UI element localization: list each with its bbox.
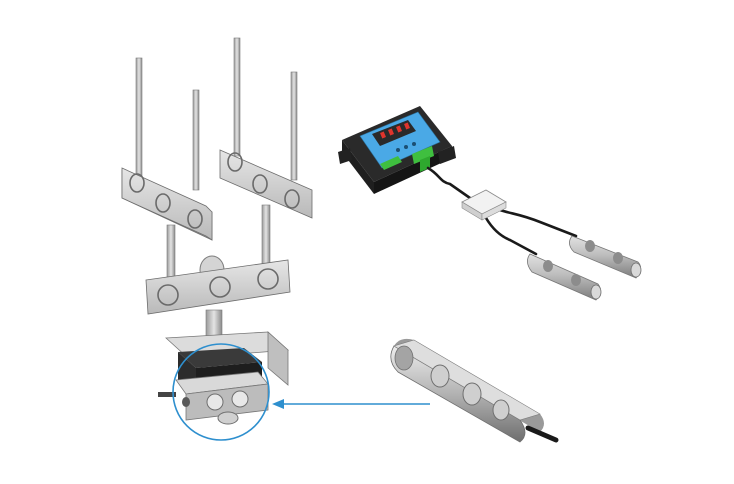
- upper-plate-left: [121, 167, 213, 241]
- lower-plate: [145, 259, 291, 315]
- load-cell-small-2: [527, 253, 602, 301]
- display-digits: [380, 122, 410, 139]
- lifting-frame-icon: [121, 37, 313, 441]
- detail-circle-icon: [172, 343, 270, 441]
- junction-box-icon: [461, 189, 507, 221]
- load-cell-small-1: [569, 235, 642, 279]
- hanger-rods: [135, 37, 298, 191]
- callout-arrow-icon: [272, 399, 430, 409]
- controller-icon: [338, 106, 456, 194]
- load-cell-icon: [390, 338, 559, 443]
- upper-plate-right: [219, 149, 313, 219]
- signal-cables: [426, 166, 578, 256]
- base-fixture: [158, 371, 269, 425]
